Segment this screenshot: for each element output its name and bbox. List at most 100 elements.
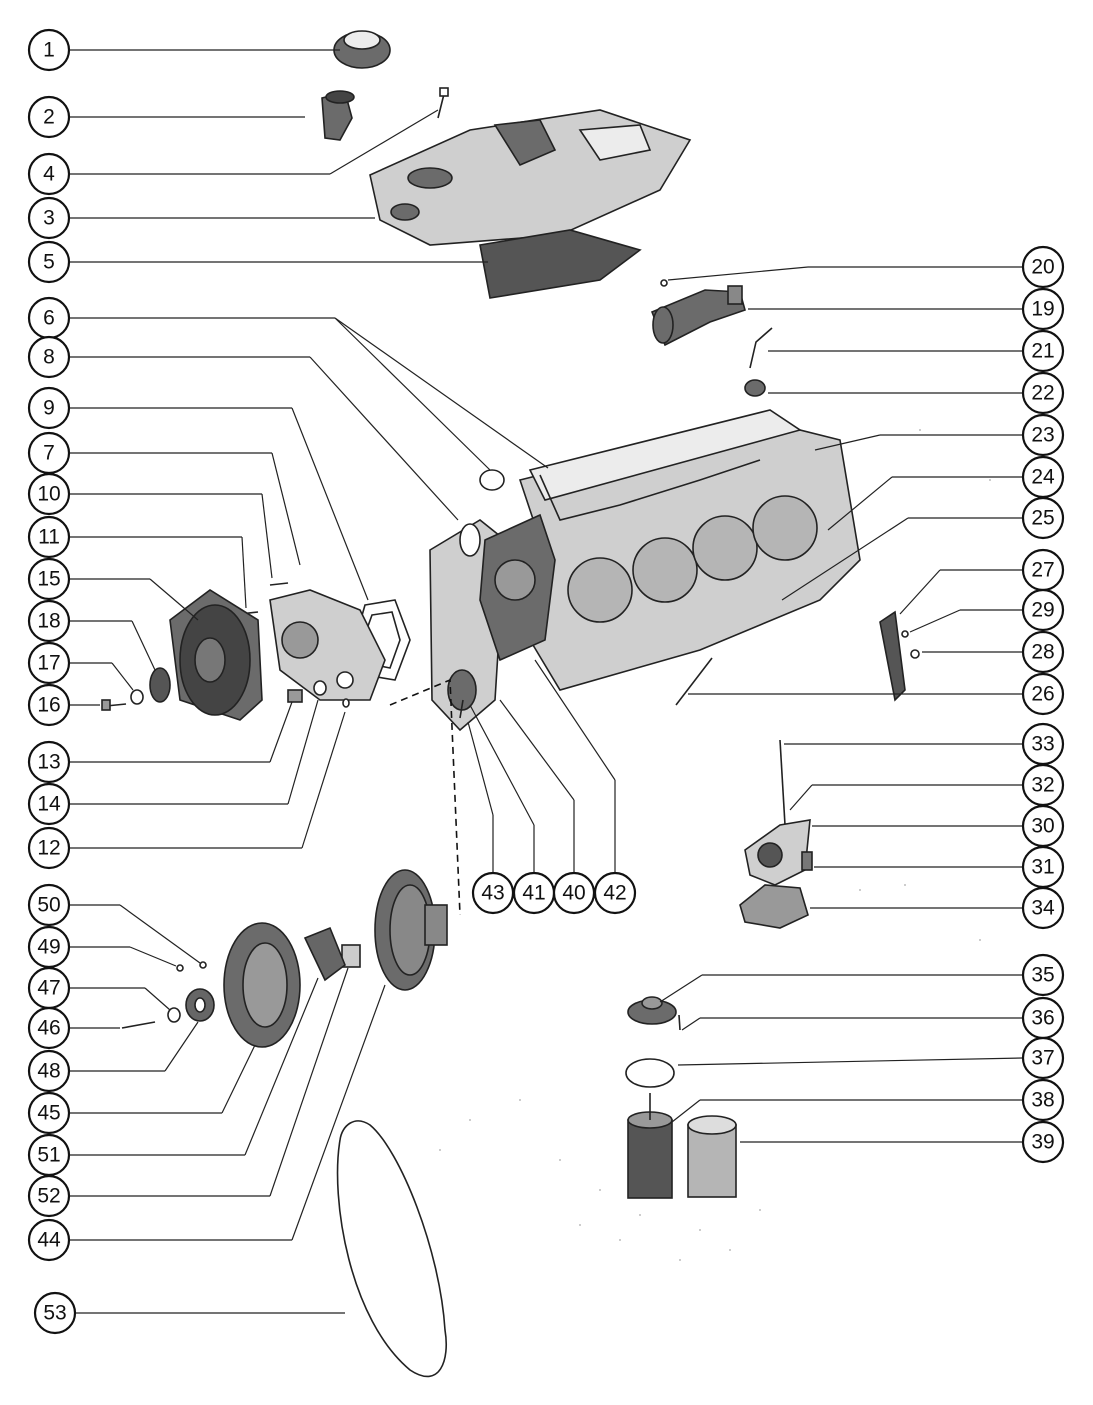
svg-text:30: 30 <box>1031 815 1054 838</box>
svg-text:31: 31 <box>1031 856 1054 879</box>
part-51-bracket <box>303 926 346 982</box>
part-19-starter <box>650 285 746 347</box>
alignment-dashed-line <box>389 678 461 916</box>
svg-text:9: 9 <box>43 397 55 420</box>
callout-16: 16 <box>27 683 71 727</box>
svg-text:45: 45 <box>37 1102 60 1125</box>
svg-text:38: 38 <box>1031 1089 1054 1112</box>
callout-31: 31 <box>1021 845 1065 889</box>
part-53-belt <box>336 1120 447 1378</box>
part-44-crank-pulley <box>374 869 448 991</box>
part-26-rod <box>675 657 713 706</box>
callout-53: 53 <box>33 1291 77 1335</box>
svg-text:26: 26 <box>1031 683 1054 706</box>
callout-45: 45 <box>27 1091 71 1135</box>
svg-text:2: 2 <box>43 106 55 129</box>
callout-36: 36 <box>1021 996 1065 1040</box>
svg-text:18: 18 <box>37 610 60 633</box>
svg-text:14: 14 <box>37 793 61 816</box>
part-10-bolt <box>269 582 289 586</box>
callout-39: 39 <box>1021 1120 1065 1164</box>
part-43-screw <box>459 699 464 719</box>
part-29-pin <box>901 630 909 638</box>
part-5-baffle <box>479 229 642 299</box>
svg-text:15: 15 <box>37 568 60 591</box>
leader-lines <box>70 49 1023 1314</box>
svg-text:53: 53 <box>43 1302 66 1325</box>
callout-7: 7 <box>27 431 71 475</box>
part-47-washer <box>167 1007 181 1023</box>
callout-43: 43 <box>471 871 515 915</box>
svg-text:33: 33 <box>1031 733 1054 756</box>
callout-25: 25 <box>1021 496 1065 540</box>
part-1-cap <box>333 30 391 69</box>
svg-text:28: 28 <box>1031 641 1054 664</box>
svg-text:5: 5 <box>43 251 55 274</box>
callout-48: 48 <box>27 1049 71 1093</box>
callout-35: 35 <box>1021 953 1065 997</box>
callout-46: 46 <box>27 1006 71 1050</box>
svg-text:37: 37 <box>1031 1047 1054 1070</box>
part-35-adaptor <box>627 996 677 1025</box>
callout-23: 23 <box>1021 413 1065 457</box>
callout-22: 22 <box>1021 371 1065 415</box>
part-6-gasket <box>479 469 505 491</box>
callout-44: 44 <box>27 1218 71 1262</box>
part-18-washer <box>149 667 171 703</box>
part-2-elbow <box>321 90 355 141</box>
part-21-tube <box>749 327 773 369</box>
callout-47: 47 <box>27 966 71 1010</box>
callout-32: 32 <box>1021 763 1065 807</box>
part-7-water-pump <box>269 589 386 701</box>
part-20-screw <box>660 279 668 287</box>
part-37-gasket <box>625 1058 675 1088</box>
part-33-dipstick <box>779 739 786 826</box>
svg-text:12: 12 <box>37 837 60 860</box>
svg-text:29: 29 <box>1031 599 1054 622</box>
callout-41: 41 <box>512 871 556 915</box>
svg-text:11: 11 <box>38 526 60 549</box>
part-12-pin <box>342 698 350 708</box>
svg-text:3: 3 <box>43 207 55 230</box>
callout-14: 14 <box>27 782 71 826</box>
svg-text:43: 43 <box>481 882 504 905</box>
part-36-screw <box>678 1014 681 1031</box>
callout-33: 33 <box>1021 722 1065 766</box>
callout-52: 52 <box>27 1174 71 1218</box>
callout-19: 19 <box>1021 287 1065 331</box>
svg-text:51: 51 <box>37 1144 60 1167</box>
callout-28: 28 <box>1021 630 1065 674</box>
callout-10: 10 <box>27 472 71 516</box>
callout-9: 9 <box>27 386 71 430</box>
part-48-washer <box>185 988 215 1022</box>
svg-text:4: 4 <box>43 163 55 186</box>
svg-text:16: 16 <box>37 694 60 717</box>
svg-text:50: 50 <box>37 894 60 917</box>
callout-1: 1 <box>27 28 71 72</box>
part-46-bolt <box>121 1021 156 1029</box>
callout-24: 24 <box>1021 455 1065 499</box>
callout-11: 11 <box>27 515 71 559</box>
svg-text:44: 44 <box>37 1229 61 1252</box>
part-31-bolt <box>801 851 813 871</box>
part-38-filter <box>627 1093 673 1199</box>
callout-12: 12 <box>27 826 71 870</box>
svg-text:8: 8 <box>43 346 55 369</box>
callout-6: 6 <box>27 296 71 340</box>
svg-text:34: 34 <box>1031 897 1055 920</box>
svg-text:19: 19 <box>1031 298 1054 321</box>
svg-text:21: 21 <box>1031 340 1054 363</box>
part-39-canister <box>687 1115 737 1198</box>
callout-27: 27 <box>1021 548 1065 592</box>
part-50-pin <box>199 961 207 969</box>
svg-text:49: 49 <box>37 936 60 959</box>
callout-30: 30 <box>1021 804 1065 848</box>
callout-15: 15 <box>27 557 71 601</box>
part-49-pin <box>176 964 184 972</box>
callout-51: 51 <box>27 1133 71 1177</box>
callout-26: 26 <box>1021 672 1065 716</box>
part-17-spacer <box>130 689 144 705</box>
part-34-pickup <box>739 884 809 929</box>
part-4-bolt <box>437 87 449 119</box>
callout-42: 42 <box>593 871 637 915</box>
